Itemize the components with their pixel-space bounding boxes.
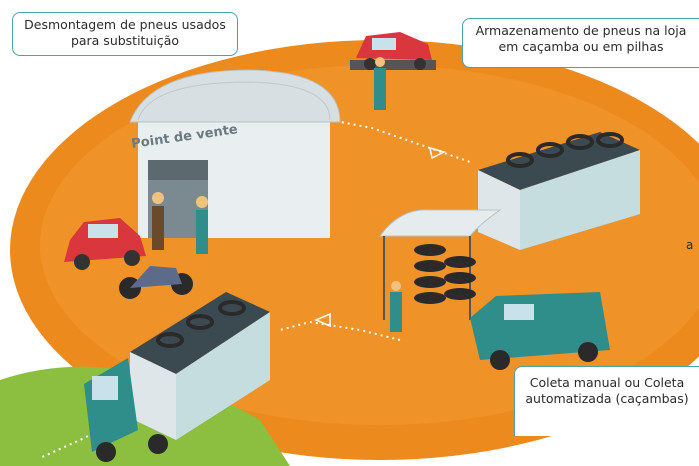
callout-dismount: Desmontagem de pneus usados para substit… bbox=[12, 12, 238, 56]
callout-collection: Coleta manual ou Coleta automatizada (ca… bbox=[514, 366, 699, 436]
callout-storage: Armazenamento de pneus na loja em caçamb… bbox=[462, 18, 699, 68]
collection-truck bbox=[84, 292, 270, 462]
red-car-lift bbox=[350, 32, 436, 110]
teal-van bbox=[470, 292, 610, 370]
motorcycle bbox=[119, 266, 193, 299]
store-building: Point de vente bbox=[129, 69, 341, 238]
red-car-left bbox=[64, 218, 146, 270]
flow-arrow-1 bbox=[429, 146, 447, 160]
flow-arrow-2 bbox=[314, 312, 331, 328]
tire-canopy bbox=[379, 209, 502, 332]
flow-path bbox=[39, 119, 471, 459]
edge-text-fragment: a bbox=[686, 238, 694, 252]
storage-container bbox=[478, 132, 640, 250]
store-workers bbox=[152, 192, 208, 254]
